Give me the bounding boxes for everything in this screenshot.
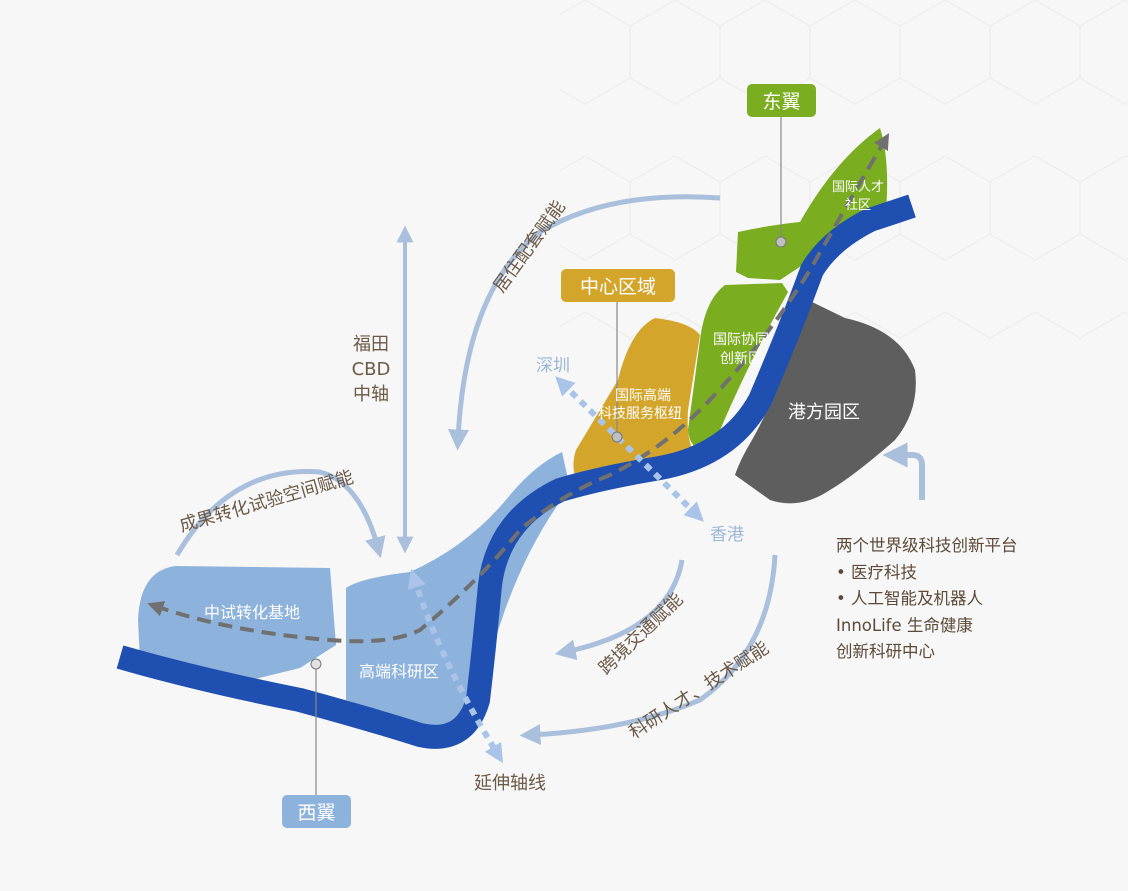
achievement-flow-arrow (174, 468, 386, 559)
center-tag-text: 中心区域 (580, 276, 656, 298)
transport-flow-arrow (554, 559, 685, 661)
hub-label-1: 国际高端 (615, 387, 671, 404)
talent-tech-flow-arrow (519, 554, 778, 745)
center-pin (611, 431, 623, 443)
hongkong-label: 香港 (710, 525, 744, 545)
research-area-label: 高端科研区 (359, 662, 439, 681)
innolife-line-1: InnoLife 生命健康 (836, 615, 973, 635)
platform-info: 两个世界级科技创新平台 • 医疗科技 • 人工智能及机器人 InnoLife 生… (836, 533, 1018, 666)
east-pin (775, 236, 787, 248)
collab-label-1: 国际协同 (713, 332, 769, 348)
platform-item-ai: • 人工智能及机器人 (836, 589, 983, 608)
pilot-base-label: 中试转化基地 (204, 603, 300, 622)
east-wing-tag (747, 84, 816, 117)
extension-axis-label: 延伸轴线 (474, 773, 546, 794)
talent-community-label-2: 社区 (845, 197, 871, 213)
collab-label-2: 创新区 (720, 351, 762, 367)
shenzhen-hk-dotted-line (555, 376, 704, 522)
innolife-line-2: 创新科研中心 (836, 642, 935, 661)
center-tag (561, 269, 675, 302)
residential-flow-arrow (448, 194, 721, 451)
extension-dotted-line (407, 568, 504, 764)
park-label: 港方园区 (788, 402, 860, 423)
shenzhen-label: 深圳 (536, 356, 570, 376)
platform-title: 两个世界级科技创新平台 (836, 536, 1018, 555)
axis-label-axis: 中轴 (353, 384, 389, 405)
hub-label-2: 科技服务枢纽 (598, 406, 682, 422)
talent-community-label-1: 国际人才 (832, 180, 884, 195)
east-wing-tag-text: 东翼 (762, 91, 800, 113)
platform-item-medical: • 医疗科技 (836, 562, 917, 582)
axis-label-cbd: CBD (352, 359, 391, 380)
west-wing-tag (282, 795, 351, 828)
platform-turn-arrow (882, 442, 925, 500)
west-pin (310, 658, 322, 670)
axis-label-futian: 福田 (353, 334, 389, 355)
west-wing-tag-text: 西翼 (297, 802, 335, 824)
